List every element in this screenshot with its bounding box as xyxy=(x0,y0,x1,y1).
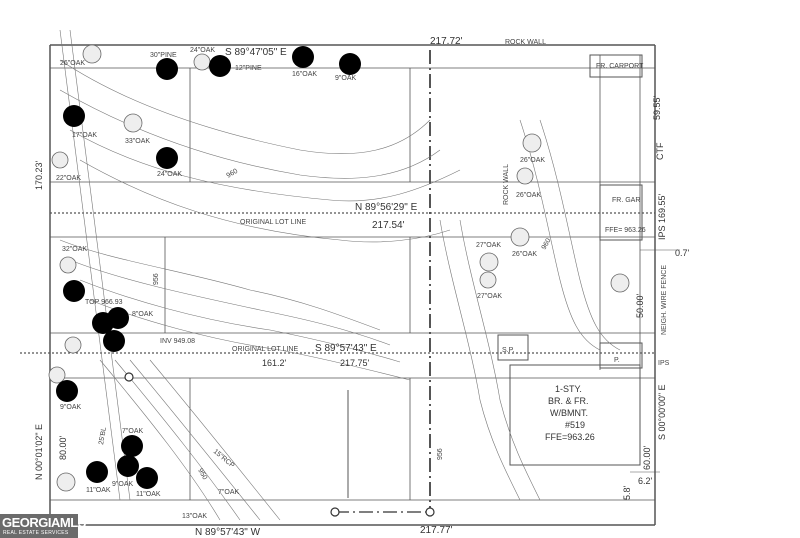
dist-5-8: 5.8' xyxy=(622,485,632,500)
tree-labels: 24"OAK 16"OAK 9"OAK 30"PINE 12"PINE 26"O… xyxy=(56,47,545,520)
tree-label: 16"OAK xyxy=(292,71,317,78)
original-lot-line-2: ORIGINAL LOT LINE xyxy=(232,346,298,353)
contour-label: 960 xyxy=(541,237,553,251)
tree-label: 7"OAK xyxy=(218,489,239,496)
tree-label: 24"OAK xyxy=(190,47,215,54)
tree-label: 26"OAK xyxy=(520,157,545,164)
tree-label: 27"OAK xyxy=(477,293,502,300)
black-dot-markers xyxy=(56,46,361,489)
tree-label: 32"OAK xyxy=(62,246,87,253)
left-distance-2: 80.00' xyxy=(58,435,68,460)
tree-symbols xyxy=(48,44,630,492)
tree-label: 26"OAK xyxy=(516,192,541,199)
tree-label: 26"OAK xyxy=(512,251,537,258)
dist-217-75: 217.75' xyxy=(340,358,370,368)
sp-label: S.P. xyxy=(502,347,514,354)
house-line-1: 1-STY. xyxy=(555,384,582,394)
neigh-wire-fence: NEIGH. WIRE FENCE xyxy=(661,265,668,335)
header-distance: 217.72' xyxy=(430,36,463,47)
fr-gar: FR. GAR xyxy=(612,197,640,204)
tree-label: 27"OAK xyxy=(476,242,501,249)
bottom-distance: 217.77' xyxy=(420,525,453,536)
watermark-main: GEORGIAMLS xyxy=(2,515,86,530)
tree-label: 8"OAK xyxy=(132,311,153,318)
dist-6-2: 6.2' xyxy=(638,476,653,486)
ips-right: IPS xyxy=(658,360,670,367)
contour-label: 956 xyxy=(437,448,444,460)
tree-label: 26"OAK xyxy=(60,60,85,67)
house-line-5: FFE=963.26 xyxy=(545,432,595,442)
p-label: P. xyxy=(614,357,620,364)
tree-label: 17"OAK xyxy=(72,132,97,139)
header-bearing: S 89°47'05" E xyxy=(225,47,287,58)
top-elev: TOP 966.93 xyxy=(85,299,123,306)
bottom-bearing: N 89°57'43" W xyxy=(195,527,261,538)
georgiamls-watermark: GEORGIAMLS REAL ESTATE SERVICES xyxy=(0,514,86,538)
dist-25bl: 25'BL xyxy=(98,427,108,446)
tree-label: 12"PINE xyxy=(235,65,262,72)
rock-wall-side: ROCK WALL xyxy=(503,164,510,205)
tree-label: 9"OAK xyxy=(112,481,133,488)
right-bearing: S 00°00'00" E xyxy=(657,384,667,440)
structures xyxy=(497,54,643,466)
house-line-4: #519 xyxy=(565,420,585,430)
contour-label: 960 xyxy=(226,168,240,180)
tree-label: 13"OAK xyxy=(182,513,207,520)
left-distance: 170.23' xyxy=(34,160,44,190)
line1-bearing: N 89°56'29" E xyxy=(355,202,418,213)
line2-bearing: S 89°57'43" E xyxy=(315,343,377,354)
tree-label: 9"OAK xyxy=(60,404,81,411)
dist-59-55: 59.55' xyxy=(652,95,662,120)
tree-label: 11"OAK xyxy=(136,491,161,498)
right-distance: 60.00' xyxy=(642,445,652,470)
tree-label: 7"OAK xyxy=(122,428,143,435)
house-line-3: W/BMNT. xyxy=(550,408,588,418)
fr-carport: FR. CARPORT xyxy=(596,63,644,70)
boundary-lines xyxy=(20,44,680,526)
watermark-sub: REAL ESTATE SERVICES xyxy=(3,530,69,536)
tree-label: 11"OAK xyxy=(86,487,111,494)
tree-label: 22"OAK xyxy=(56,175,81,182)
dist-161-2: 161.2' xyxy=(262,358,287,368)
left-bearing: N 00°01'02" E xyxy=(34,424,44,480)
dist-0-7: 0.7' xyxy=(675,248,690,258)
line1-distance: 217.54' xyxy=(372,220,405,231)
rock-wall-top: ROCK WALL xyxy=(505,39,546,46)
contour-label: 956 xyxy=(153,273,160,285)
contour-label: 950 xyxy=(196,468,208,482)
tree-label: 24"OAK xyxy=(157,171,182,178)
tree-label: 30"PINE xyxy=(150,52,177,59)
inv-elev: INV 949.08 xyxy=(160,338,195,345)
ctf-label: CTF xyxy=(655,142,665,160)
original-lot-line-1: ORIGINAL LOT LINE xyxy=(240,219,306,226)
dist-50-00: 50.00' xyxy=(635,293,645,318)
tree-label: 9"OAK xyxy=(335,75,356,82)
survey-markers xyxy=(124,372,435,517)
house-line-2: BR. & FR. xyxy=(548,396,589,406)
ips-169-55: IPS 169.55' xyxy=(657,193,667,240)
ffe-gar: FFE= 963.26 xyxy=(605,227,646,234)
tree-label: 33"OAK xyxy=(125,138,150,145)
